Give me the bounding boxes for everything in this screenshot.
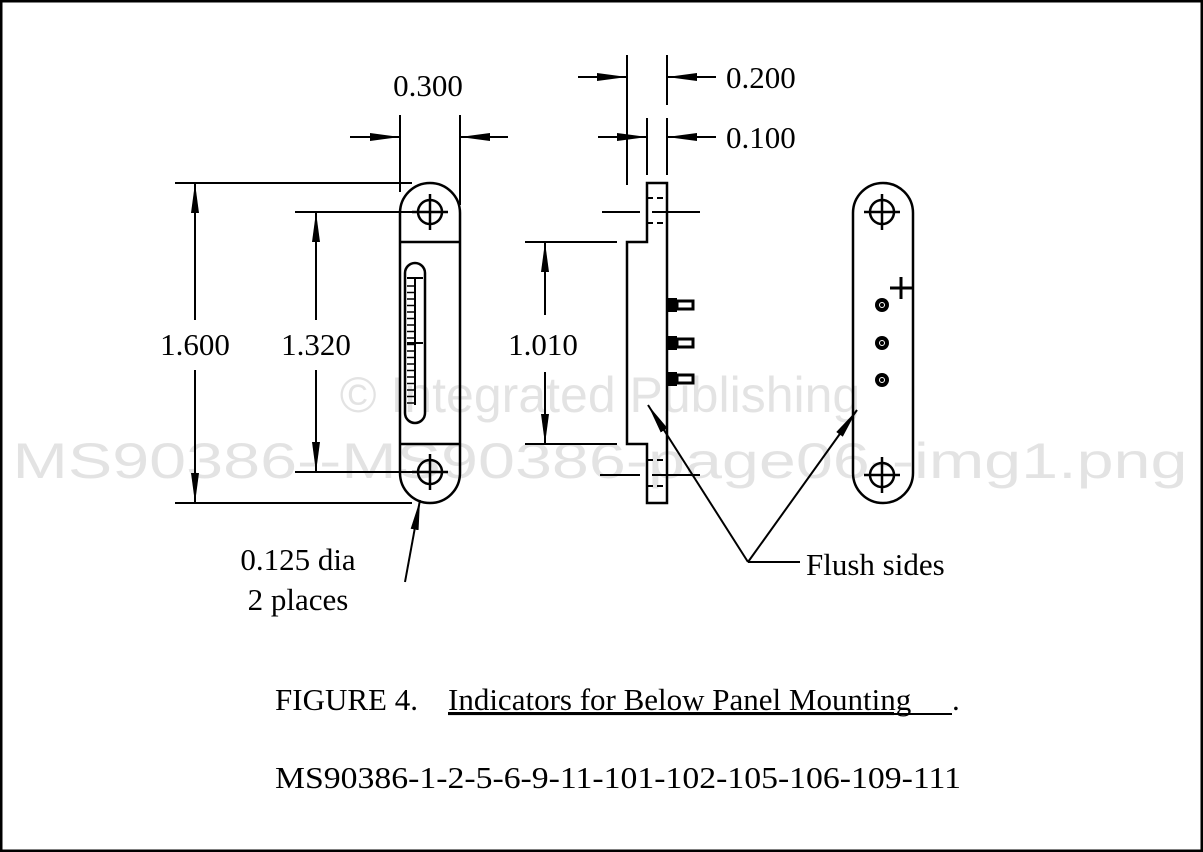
hole-note: 0.125 dia 2 places bbox=[240, 499, 421, 617]
terminal-dot-icon bbox=[875, 373, 889, 387]
back-view bbox=[851, 181, 915, 505]
dimension-1-320: 1.320 bbox=[281, 211, 418, 473]
figure-label: FIGURE 4. bbox=[275, 682, 418, 717]
front-view bbox=[398, 181, 462, 505]
terminal-pin-icon bbox=[667, 336, 695, 350]
terminal-dot-icon bbox=[875, 298, 889, 312]
hole-note-line2: 2 places bbox=[248, 582, 349, 617]
dimension-1-600: 1.600 bbox=[160, 182, 412, 504]
indicator-scale-window bbox=[403, 261, 427, 425]
part-numbers: MS90386-1-2-5-6-9-11-101-102-105-106-109… bbox=[275, 760, 961, 795]
plus-polarity-icon bbox=[890, 277, 912, 299]
dim-label-hole-spacing: 1.320 bbox=[281, 327, 351, 362]
terminal-dot-icon bbox=[875, 336, 889, 350]
terminal-pin-icon bbox=[667, 298, 695, 312]
terminal-pin-icon bbox=[667, 372, 695, 386]
watermark-line2: MS90386--MS90386-page06--img1.png bbox=[13, 433, 1188, 489]
figure-title: Indicators for Below Panel Mounting bbox=[448, 682, 911, 717]
figure-title-period: . bbox=[952, 682, 960, 717]
dimension-0-300: 0.300 bbox=[350, 68, 508, 205]
figure-caption: FIGURE 4. Indicators for Below Panel Mou… bbox=[275, 682, 961, 795]
mounting-hole-icon bbox=[864, 194, 900, 230]
watermark-line1: © Integrated Publishing bbox=[340, 367, 861, 423]
dim-label-body-height: 1.010 bbox=[508, 327, 578, 362]
dim-label-overall-height: 1.600 bbox=[160, 327, 230, 362]
mounting-hole-icon bbox=[864, 457, 900, 493]
dimension-1-010: 1.010 bbox=[508, 241, 617, 445]
dim-label-width: 0.300 bbox=[393, 68, 463, 103]
dimension-0-100: 0.100 bbox=[598, 118, 796, 175]
flush-sides-callout: Flush sides bbox=[647, 404, 945, 582]
dim-label-side-thickness: 0.200 bbox=[726, 60, 796, 95]
dim-label-flange-thickness: 0.100 bbox=[726, 120, 796, 155]
hole-note-line1: 0.125 dia bbox=[240, 542, 356, 577]
flush-sides-label: Flush sides bbox=[806, 547, 945, 582]
side-view bbox=[600, 181, 700, 505]
dimension-0-200: 0.200 bbox=[578, 55, 796, 185]
